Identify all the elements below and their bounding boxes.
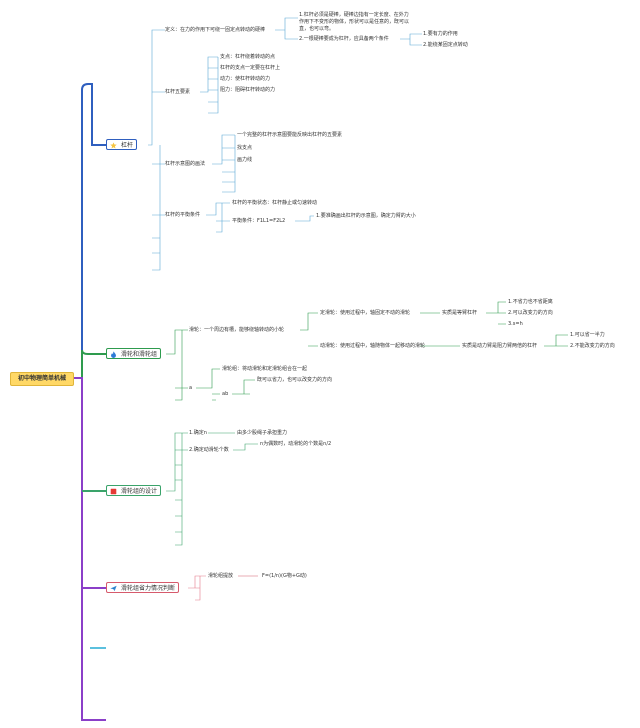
pulley-node-a[interactable]: a <box>189 385 193 391</box>
topic-pulley-design[interactable]: 滑轮组的设计 <box>106 485 162 496</box>
lever-element-fulcrum[interactable]: 支点：杠杆绕着转动的点 <box>220 54 276 60</box>
force-case-1-formula[interactable]: F=(1/n)(G物+G动) <box>262 573 307 579</box>
topic-pulley-force-label: 滑轮组省力情况判断 <box>121 585 176 592</box>
pulley-group-definition[interactable]: 滑轮组：将动滑轮和定滑轮组合在一起 <box>222 366 308 372</box>
topic-pulley-force[interactable]: 滑轮组省力情况判断 <box>106 582 180 593</box>
root-node[interactable]: 初中物理简单机械 <box>10 372 74 386</box>
topic-pulley-label: 滑轮和滑轮组 <box>121 351 158 358</box>
fixed-pulley[interactable]: 定滑轮：使用过程中，轴固定不动的滑轮 <box>320 310 411 316</box>
design-step-1[interactable]: 1.确定n <box>189 430 207 436</box>
branch-lines <box>148 17 568 601</box>
lever-condition-2[interactable]: 2.能绕某固定点转动 <box>423 42 468 48</box>
design-step-2-note[interactable]: n为偶数时，动滑轮的个数是n/2 <box>260 441 332 447</box>
lever-balance-note[interactable]: 1.要准确画出杠杆的示意图，确定力臂的大小 <box>316 213 416 219</box>
trunk-lines <box>72 83 106 721</box>
lever-element-resistance[interactable]: 阻力：阻碍杠杆转动的力 <box>220 87 276 93</box>
movable-pulley-property-1[interactable]: 1.可以省一半力 <box>570 332 605 338</box>
lever-condition-1[interactable]: 1.要有力的作用 <box>423 31 458 37</box>
pulley-definition[interactable]: 滑轮：一个周边有槽，能够绕轴转动的小轮 <box>189 327 285 333</box>
flag-icon <box>110 488 117 495</box>
paper-plane-icon <box>110 585 117 592</box>
flame-icon <box>111 351 116 358</box>
lever-diagram-step-2[interactable]: 找支点 <box>237 145 253 151</box>
lever-definition[interactable]: 定义：在力的作用下可绕一固定点转动的硬棒 <box>165 27 266 33</box>
topic-pulley[interactable]: 滑轮和滑轮组 <box>106 348 162 359</box>
lever-balance-formula[interactable]: 平衡条件：F1L1=F2L2 <box>232 218 286 224</box>
lever-balance-condition[interactable]: 杠杆的平衡条件 <box>165 212 201 218</box>
pulley-group-property[interactable]: 既可以省力，也可以改变力的方向 <box>257 377 333 383</box>
fixed-pulley-property-3[interactable]: 3.s=h <box>508 321 523 327</box>
topic-lever-label: 杠杆 <box>121 142 134 149</box>
lever-diagram-step-3[interactable]: 画力线 <box>237 157 253 163</box>
design-step-2[interactable]: 2.确定动滑轮个数 <box>189 447 229 453</box>
lever-definition-note-2[interactable]: 2.一根硬棒要成为杠杆，应具备两个条件 <box>299 36 389 42</box>
force-case-1[interactable]: 滑轮组提放 <box>208 573 234 579</box>
lever-definition-note-1[interactable]: 1.杠杆必须是硬棒，硬棒边指有一定长度、在外力作用下不变形的物体，形状可以是任意… <box>299 12 410 32</box>
fixed-pulley-property-2[interactable]: 2.可以改变力的方向 <box>508 310 553 316</box>
fixed-pulley-essence[interactable]: 实质是等臂杠杆 <box>442 310 478 316</box>
movable-pulley-property-2[interactable]: 2.不能改变力的方向 <box>570 343 615 349</box>
movable-pulley[interactable]: 动滑轮：使用过程中，轴随物体一起移动的滑轮 <box>320 343 426 349</box>
topic-lever[interactable]: 杠杆 <box>106 139 138 150</box>
lever-balance-state[interactable]: 杠杆的平衡状态：杠杆静止或匀速转动 <box>232 200 318 206</box>
lever-diagram-step-1[interactable]: 一个完整的杠杆示意图要能反映出杠杆的五要素 <box>237 132 343 138</box>
topic-pulley-design-label: 滑轮组的设计 <box>121 488 158 495</box>
movable-pulley-essence[interactable]: 实质是动力臂是阻力臂两倍的杠杆 <box>462 343 538 349</box>
star-icon <box>110 142 117 149</box>
design-step-1-note[interactable]: 由多少股绳子承担重力 <box>237 430 288 436</box>
pulley-node-ab[interactable]: ab <box>222 391 229 397</box>
lever-element-fulcrum-note[interactable]: 杠杆的支点一定要在杠杆上 <box>220 65 281 71</box>
lever-diagram-method[interactable]: 杠杆示意图的画法 <box>165 161 206 167</box>
lever-five-elements[interactable]: 杠杆五要素 <box>165 89 191 95</box>
lever-element-effort[interactable]: 动力：使杠杆转动的力 <box>220 76 271 82</box>
fixed-pulley-property-1[interactable]: 1.不省力也不省距离 <box>508 299 553 305</box>
